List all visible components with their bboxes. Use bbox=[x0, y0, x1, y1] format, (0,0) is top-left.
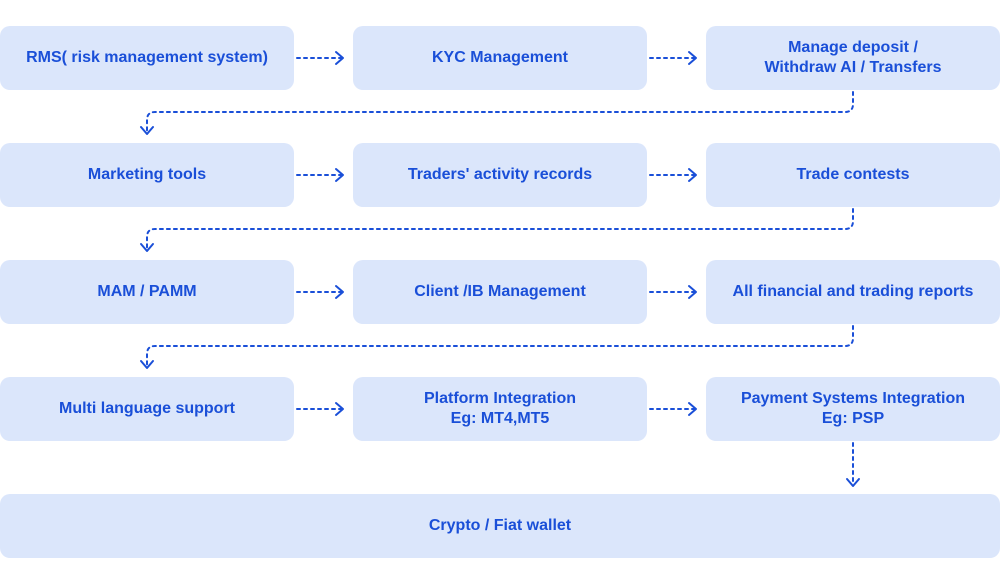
box-marketing-tools: Marketing tools bbox=[0, 143, 294, 207]
arrow-contests-to-mam bbox=[140, 208, 854, 252]
arrow-mam-to-client-ib bbox=[296, 285, 344, 299]
box-multi-language: Multi language support bbox=[0, 377, 294, 441]
box-crypto-fiat-wallet: Crypto / Fiat wallet bbox=[0, 494, 1000, 558]
box-trade-contests: Trade contests bbox=[706, 143, 1000, 207]
arrow-deposit-to-marketing bbox=[140, 91, 854, 135]
box-financial-reports: All financial and trading reports bbox=[706, 260, 1000, 324]
box-label-line-1: Payment Systems Integration bbox=[740, 390, 966, 407]
arrow-multi-language-to-platform bbox=[296, 402, 344, 416]
arrow-client-ib-to-reports bbox=[649, 285, 697, 299]
box-label-line-1: Platform Integration bbox=[423, 390, 576, 407]
box-kyc-management: KYC Management bbox=[353, 26, 647, 90]
box-label: Traders' activity records bbox=[407, 166, 593, 183]
box-label-line-2: Withdraw AI / Transfers bbox=[764, 59, 942, 76]
arrow-platform-to-payment bbox=[649, 402, 697, 416]
box-label: Crypto / Fiat wallet bbox=[428, 517, 572, 534]
box-label-line-2: Eg: PSP bbox=[821, 410, 885, 427]
box-label: Trade contests bbox=[796, 166, 910, 183]
box-label: RMS( risk management system) bbox=[26, 49, 268, 66]
box-payment-systems: Payment Systems Integration Eg: PSP bbox=[706, 377, 1000, 441]
box-platform-integration: Platform Integration Eg: MT4,MT5 bbox=[353, 377, 647, 441]
box-label: Multi language support bbox=[59, 400, 235, 417]
box-label: Marketing tools bbox=[87, 166, 207, 183]
box-manage-deposit: Manage deposit / Withdraw AI / Transfers bbox=[706, 26, 1000, 90]
arrow-traders-to-contests bbox=[649, 168, 697, 182]
box-traders-activity: Traders' activity records bbox=[353, 143, 647, 207]
box-mam-pamm: MAM / PAMM bbox=[0, 260, 294, 324]
box-label-line-1: Manage deposit / bbox=[788, 39, 918, 56]
arrow-payment-to-wallet bbox=[846, 442, 860, 487]
arrow-rms-to-kyc bbox=[296, 51, 344, 65]
box-label: MAM / PAMM bbox=[97, 283, 197, 300]
box-label: KYC Management bbox=[431, 49, 569, 66]
arrow-kyc-to-deposit bbox=[649, 51, 697, 65]
arrow-marketing-to-traders bbox=[296, 168, 344, 182]
box-client-ib-management: Client /IB Management bbox=[353, 260, 647, 324]
box-label: Client /IB Management bbox=[414, 283, 586, 300]
box-label-line-2: Eg: MT4,MT5 bbox=[450, 410, 550, 427]
arrow-reports-to-multi-language bbox=[140, 325, 854, 369]
box-rms: RMS( risk management system) bbox=[0, 26, 294, 90]
box-label: All financial and trading reports bbox=[732, 283, 974, 300]
